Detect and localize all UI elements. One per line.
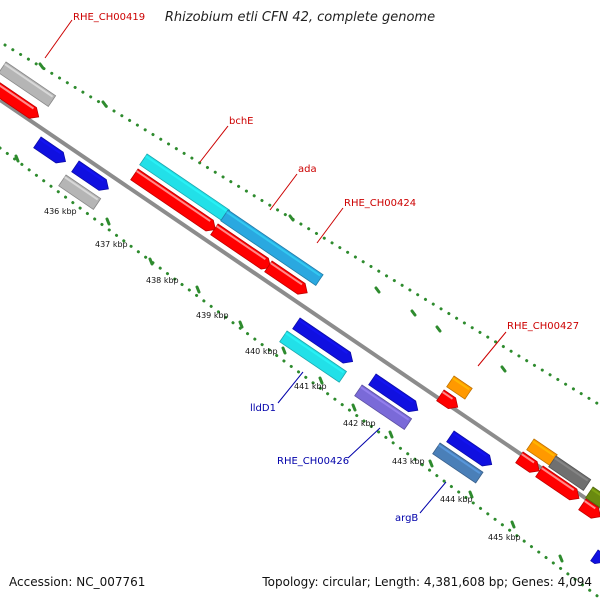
gene-red-7[interactable] (535, 465, 580, 501)
gene-orange-2-highlight (532, 440, 555, 457)
gene-argb[interactable] (432, 442, 484, 484)
gene-red-4[interactable] (264, 260, 308, 295)
tick-label-441: 441 kbp (294, 382, 327, 391)
tick-label-437: 437 kbp (95, 240, 128, 249)
gene-lldd1-highlight (285, 332, 345, 374)
tick-label-438: 438 kbp (146, 276, 179, 285)
tick-label-442: 442 kbp (343, 419, 376, 428)
gene-rhe-ch00427[interactable] (446, 375, 473, 400)
tick-label-445: 445 kbp (488, 533, 521, 542)
gene-labels-forward: RHE_CH00419 bchE ada RHE_CH00424 RHE_CH0… (73, 12, 579, 332)
gene-red-8[interactable] (578, 498, 600, 519)
gene-darkgray-highlight (554, 457, 589, 482)
gene-blue-2-highlight (77, 162, 104, 182)
tick-label-439: 439 kbp (196, 311, 229, 320)
callout-ada (269, 173, 298, 211)
gene-red-8-highlight (584, 500, 596, 510)
feature-layer[interactable] (0, 61, 600, 565)
gene-ada[interactable] (220, 209, 324, 286)
gene-bche-highlight (145, 155, 228, 213)
map-title: Rhizobium etli CFN 42, complete genome (164, 10, 436, 25)
genome-summary-text: Topology: circular; Length: 4,381,608 bp… (262, 575, 592, 589)
gene-blue-3-highlight (298, 319, 348, 355)
gene-red-3[interactable] (210, 223, 272, 270)
gene-label-rhe-ch00419[interactable]: RHE_CH00419 (73, 12, 145, 23)
gene-rhe-ch00419-highlight (4, 63, 54, 98)
callout-rhe-ch00424 (316, 207, 344, 244)
gene-label-ada[interactable]: ada (298, 164, 317, 175)
gene-red-2-highlight (136, 170, 211, 222)
gene-red-5[interactable] (436, 389, 459, 410)
tick-label-444: 444 kbp (440, 495, 473, 504)
gene-label-bche[interactable]: bchE (229, 116, 254, 127)
gene-blue-6[interactable] (590, 549, 600, 565)
gene-blue-1[interactable] (33, 136, 66, 164)
gene-blue-6-highlight (596, 551, 600, 555)
callout-argb (419, 481, 447, 514)
gene-darkgray[interactable] (548, 455, 592, 491)
gene-blue-4-highlight (374, 375, 414, 403)
gene-ada-highlight (226, 211, 321, 277)
gene-rhe-ch00427-highlight (452, 377, 470, 391)
tick-label-443: 443 kbp (392, 457, 425, 466)
gene-rhe-ch00426-highlight (360, 386, 410, 421)
accession-text: Accession: NC_007761 (9, 575, 146, 589)
inner-major-ticks (14, 154, 564, 563)
callout-rhe-ch00427 (477, 331, 507, 367)
gene-red-3-highlight (216, 225, 266, 261)
callout-rhe-ch00419 (44, 19, 73, 59)
gene-blue-3[interactable] (292, 317, 354, 364)
tick-label-436: 436 kbp (44, 207, 77, 216)
gene-blue-5[interactable] (446, 430, 493, 467)
gene-label-lldd1[interactable]: lldD1 (250, 403, 276, 414)
tick-label-440: 440 kbp (245, 347, 278, 356)
callout-rhe-ch00426 (347, 427, 381, 459)
gene-blue-2[interactable] (71, 160, 109, 191)
gene-label-rhe-ch00424[interactable]: RHE_CH00424 (344, 198, 416, 209)
gene-blue-4[interactable] (368, 373, 419, 413)
gene-label-rhe-ch00427[interactable]: RHE_CH00427 (507, 321, 579, 332)
gene-red-7-highlight (541, 467, 575, 491)
callout-lldd1 (277, 371, 304, 404)
gene-red-6-highlight (521, 453, 535, 464)
outer-major-ticks (38, 62, 507, 373)
gene-labels-reverse: lldD1 RHE_CH00426 argB (250, 403, 418, 524)
gene-red-4-highlight (270, 262, 303, 286)
inner-tick-track (0, 146, 600, 600)
gene-red-6[interactable] (515, 451, 540, 473)
gene-blue-1-highlight (39, 138, 61, 154)
gene-label-argb[interactable]: argB (395, 513, 418, 524)
gene-argb-highlight (438, 444, 481, 475)
callout-bche (199, 125, 229, 163)
gene-gray-2[interactable] (58, 174, 102, 210)
gene-red-5-highlight (442, 391, 454, 400)
gene-lldd1[interactable] (279, 330, 348, 383)
gene-red-1-highlight (0, 84, 35, 110)
gene-blue-5-highlight (452, 432, 488, 457)
gene-olive-highlight (591, 488, 600, 497)
callout-lines (44, 19, 507, 514)
tick-labels: 436 kbp 437 kbp 438 kbp 439 kbp 440 kbp … (44, 207, 521, 542)
genome-backbone (0, 98, 600, 510)
gene-label-rhe-ch00426[interactable]: RHE_CH00426 (277, 456, 349, 467)
gene-rhe-ch00419[interactable] (0, 61, 57, 108)
gene-red-2[interactable] (130, 168, 216, 232)
gene-gray-2-highlight (64, 176, 99, 201)
gene-rhe-ch00426[interactable] (354, 384, 413, 431)
